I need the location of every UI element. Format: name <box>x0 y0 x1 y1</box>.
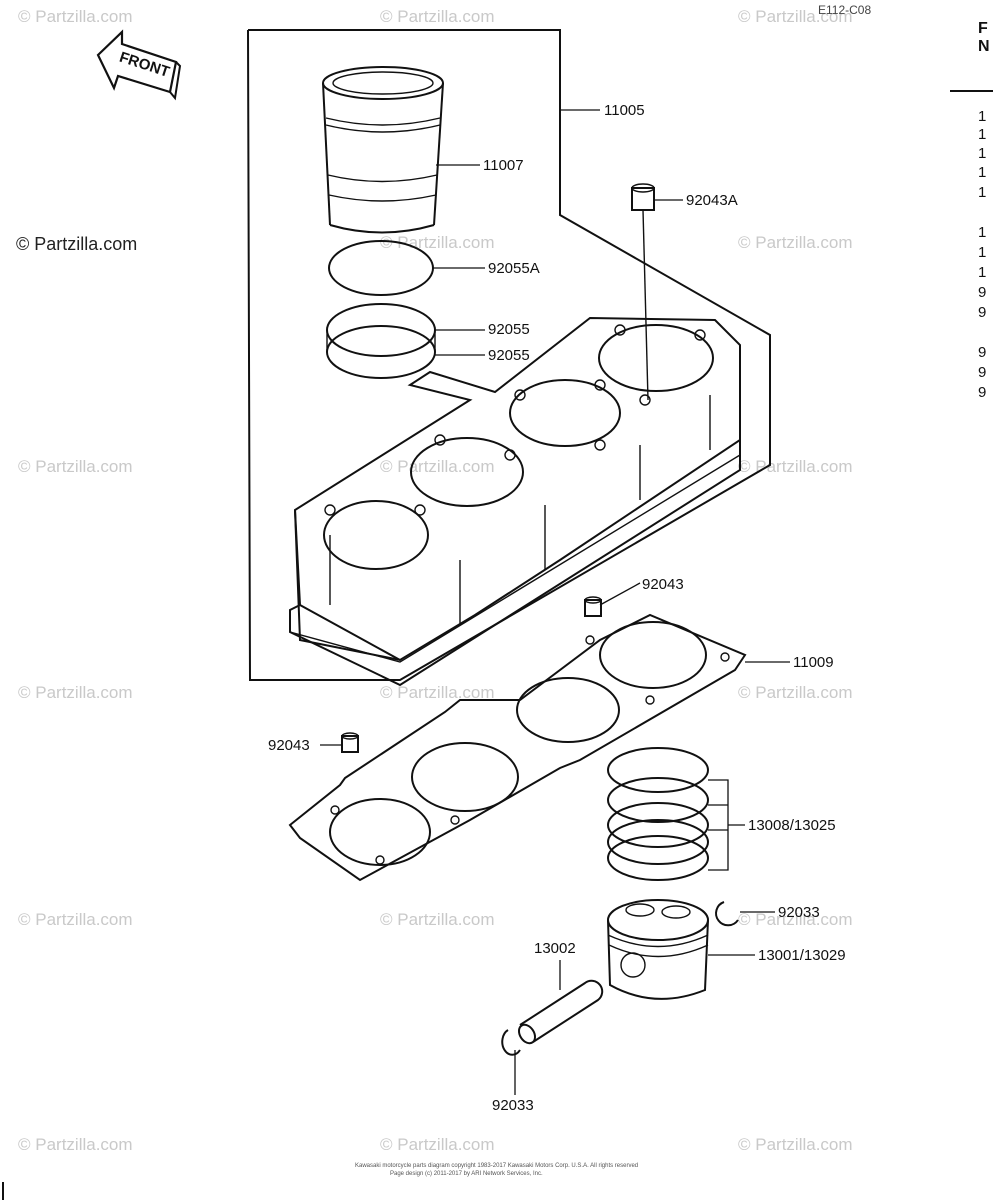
watermark: © Partzilla.com <box>18 683 133 702</box>
watermark: © Partzilla.com <box>18 7 133 26</box>
dowel-pin-92043a <box>631 183 655 401</box>
part-label[interactable]: 92055 <box>488 347 530 364</box>
watermark: © Partzilla.com <box>738 457 853 476</box>
copyright-text: Kawasaki motorcycle parts diagram copyri… <box>355 1163 638 1169</box>
sidebar-item[interactable]: 1 <box>978 224 987 241</box>
part-label[interactable]: 11007 <box>483 157 524 174</box>
circlip-92033-bottom <box>501 1029 521 1056</box>
sidebar-header: F <box>978 20 988 37</box>
base-gasket <box>288 613 747 882</box>
sidebar-item[interactable]: 1 <box>978 145 987 162</box>
part-label[interactable]: 13001/13029 <box>758 947 846 964</box>
watermark-group: © Partzilla.com © Partzilla.com © Partzi… <box>16 7 853 1154</box>
watermark: © Partzilla.com <box>738 910 853 929</box>
part-label[interactable]: 11009 <box>793 654 834 671</box>
cylinder-sleeve <box>322 66 444 234</box>
watermark: © Partzilla.com <box>738 683 853 702</box>
sidebar-item[interactable]: 1 <box>978 264 987 281</box>
part-label[interactable]: 11005 <box>604 102 645 119</box>
part-label[interactable]: 92033 <box>778 904 820 921</box>
watermark: © Partzilla.com <box>380 683 495 702</box>
sidebar-item[interactable]: 1 <box>978 244 987 261</box>
watermark: © Partzilla.com <box>380 910 495 929</box>
sidebar-item[interactable]: 9 <box>978 364 987 381</box>
copyright-text: Page design (c) 2011-2017 by ARI Network… <box>390 1171 543 1177</box>
piston-ring-set <box>607 747 709 881</box>
piston <box>607 899 709 1000</box>
sidebar-header: N <box>978 38 990 55</box>
reference-code: E112-C08 <box>818 3 871 17</box>
part-label[interactable]: 13008/13025 <box>748 817 836 834</box>
part-label[interactable]: 92043 <box>642 576 684 593</box>
sidebar-item[interactable]: 9 <box>978 384 987 401</box>
sidebar-item[interactable]: 1 <box>978 164 987 181</box>
dowel-pin-92043-left <box>341 732 359 753</box>
sidebar-item[interactable]: 9 <box>978 344 987 361</box>
sidebar-item[interactable]: 1 <box>978 108 987 125</box>
sidebar-item[interactable]: 1 <box>978 126 987 143</box>
part-label[interactable]: 92043 <box>268 737 310 754</box>
o-ring-92055 <box>326 303 436 379</box>
cylinder-block <box>289 316 741 687</box>
assembly-outline <box>247 29 771 681</box>
watermark: © Partzilla.com <box>738 7 853 26</box>
part-label[interactable]: 92055A <box>488 260 540 277</box>
front-arrow-icon: FRONT <box>96 29 182 101</box>
watermark: © Partzilla.com <box>18 910 133 929</box>
watermark: © Partzilla.com <box>380 233 495 252</box>
watermark: © Partzilla.com <box>16 234 137 254</box>
part-label[interactable]: 92055 <box>488 321 530 338</box>
watermark: © Partzilla.com <box>380 7 495 26</box>
dowel-pin-92043 <box>584 596 602 617</box>
watermark: © Partzilla.com <box>18 1135 133 1154</box>
sidebar-divider <box>950 90 993 92</box>
part-labels: 11005 11007 92043A 92055A 92055 92055 92… <box>268 102 846 1114</box>
watermark: © Partzilla.com <box>18 457 133 476</box>
sidebar-item[interactable]: 9 <box>978 284 987 301</box>
watermark: © Partzilla.com <box>738 1135 853 1154</box>
part-label[interactable]: 92033 <box>492 1097 534 1114</box>
sidebar-item[interactable]: 1 <box>978 184 987 201</box>
watermark: © Partzilla.com <box>380 457 495 476</box>
watermark: © Partzilla.com <box>380 1135 495 1154</box>
part-label[interactable]: 13002 <box>534 940 576 957</box>
piston-pin <box>517 979 604 1045</box>
leader-lines <box>320 109 790 1095</box>
part-label[interactable]: 92043A <box>686 192 738 209</box>
watermark: © Partzilla.com <box>738 233 853 252</box>
sidebar-item[interactable]: 9 <box>978 304 987 321</box>
circlip-92033 <box>715 901 739 927</box>
